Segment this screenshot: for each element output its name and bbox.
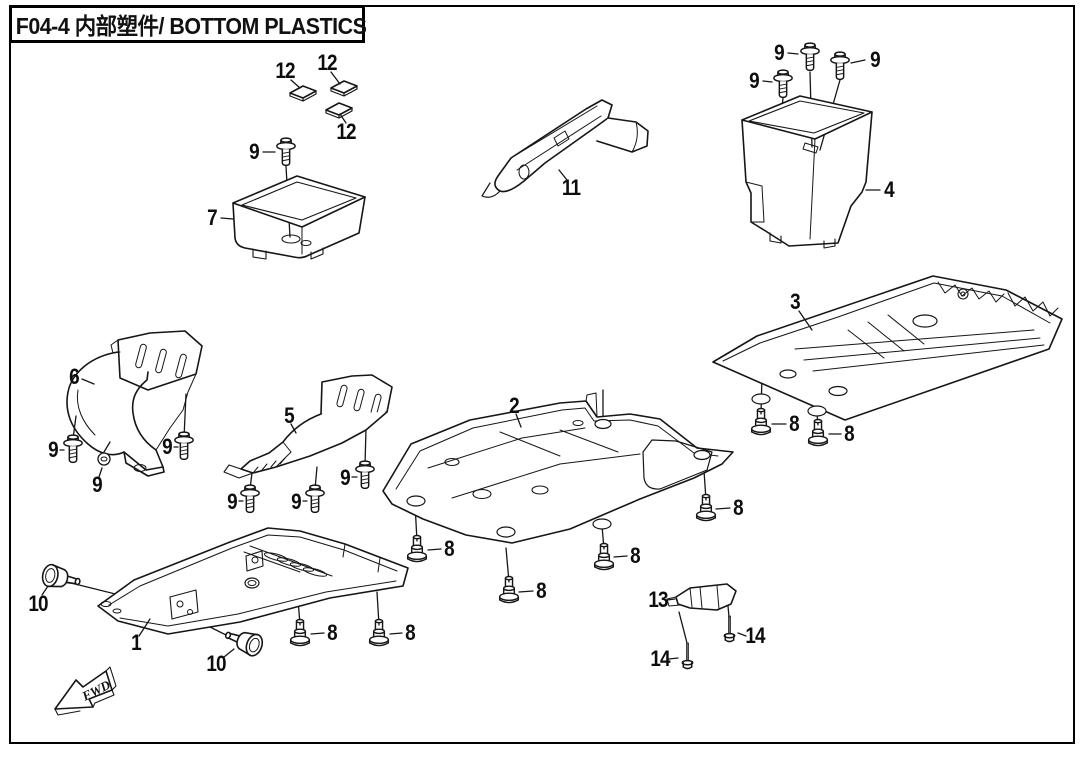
leader-part-8 [389,632,403,635]
callout-part-9: 9 [249,139,260,164]
part-3-skid-plate [712,275,1063,421]
bolt-9-icon [355,460,375,490]
callout-part-8: 8 [789,411,800,436]
bolt-9-icon [305,484,325,514]
leader-part-9 [787,52,799,55]
bolt-8-icon [289,618,311,647]
callout-part-9: 9 [162,434,173,459]
leader-part-12 [330,71,341,85]
callout-part-12: 12 [336,119,356,144]
callout-part-9: 9 [48,437,59,462]
fwd-arrow: FWD [54,666,117,716]
bolt-8-icon [750,407,772,436]
leader-part-9 [762,80,773,83]
callout-part-9: 9 [774,40,785,65]
leader-part-10 [223,648,235,658]
bolt-8-icon [695,493,717,522]
part-5-bracket [223,374,393,479]
callout-part-9: 9 [227,489,238,514]
callout-part-9: 9 [92,472,103,497]
callout-part-5: 5 [284,403,295,428]
leader-part-9 [98,467,103,478]
callout-part-9: 9 [870,47,881,72]
callout-part-6: 6 [69,364,80,389]
leader-part-7 [220,217,234,220]
bolt-9-icon [240,484,260,514]
bolt-8-icon [593,542,615,571]
bolt-9-icon [773,69,793,99]
callout-part-10: 10 [28,591,48,616]
leader-part-8 [518,590,534,593]
callout-part-8: 8 [327,620,338,645]
part-1-skid-plate [97,527,409,635]
callout-part-8: 8 [444,536,455,561]
callout-part-10: 10 [206,651,226,676]
part-13-bracket [666,583,737,611]
leader-part-8 [613,555,628,558]
callout-part-3: 3 [790,289,801,314]
callout-part-8: 8 [844,421,855,446]
bolt-9-icon [174,431,194,461]
callout-part-8: 8 [405,620,416,645]
leader-part-10 [41,585,49,596]
leader-part-3 [798,310,813,331]
callout-part-1: 1 [131,630,142,655]
callout-part-7: 7 [207,205,218,230]
leader-part-9 [850,59,866,64]
bolt-9-icon [276,137,296,167]
leader-part-12 [339,113,347,124]
leader-part-13 [666,598,676,601]
bolt-8-icon [368,618,390,647]
callout-part-13: 13 [648,587,668,612]
bolt-8-icon [406,534,428,563]
callout-part-4: 4 [884,177,895,202]
leader-part-2 [515,413,522,428]
callout-part-9: 9 [749,68,760,93]
leader-part-8 [715,507,731,510]
callout-part-12: 12 [317,50,337,75]
part-4-bin [741,95,873,249]
callout-part-8: 8 [536,578,547,603]
callout-part-11: 11 [561,175,581,200]
clip-12-icon [330,80,358,97]
title-box: F04-4 内部塑件/ BOTTOM PLASTICS [9,5,367,43]
part-7-tray [232,175,366,260]
leader-part-8 [427,548,442,551]
leader-part-5 [290,423,297,434]
bolt-9-icon [830,51,850,81]
callout-part-14: 14 [650,646,670,671]
part-6-bracket [66,330,203,477]
screw-14-icon [723,615,736,643]
leader-part-6 [81,378,95,385]
callout-part-8: 8 [630,543,641,568]
clip-12-icon [325,102,353,119]
leader-part-8 [310,632,325,635]
leader-part-14 [668,657,679,660]
page-border [9,5,1075,744]
leader-part-1 [138,618,151,637]
bolt-8-icon [498,575,520,604]
part-2-skid-plate [382,392,734,544]
leader-part-12 [290,79,301,89]
callout-leader-lines [41,52,881,660]
clip-12-icon [289,85,317,102]
callout-part-12: 12 [275,58,295,83]
leader-part-11 [558,169,568,181]
screw-14-icon [681,642,694,670]
page-title: F04-4 内部塑件/ BOTTOM PLASTICS [15,13,367,39]
bolt-9-icon [63,434,83,464]
callout-part-2: 2 [509,393,520,418]
callout-part-8: 8 [733,495,744,520]
callout-part-9: 9 [340,465,351,490]
callout-part-9: 9 [291,489,302,514]
part-11-duct [481,99,649,198]
callout-part-14: 14 [745,623,765,648]
bolt-8-icon [807,418,829,447]
bolt-9-icon [800,42,820,72]
leader-part-14 [737,632,747,637]
